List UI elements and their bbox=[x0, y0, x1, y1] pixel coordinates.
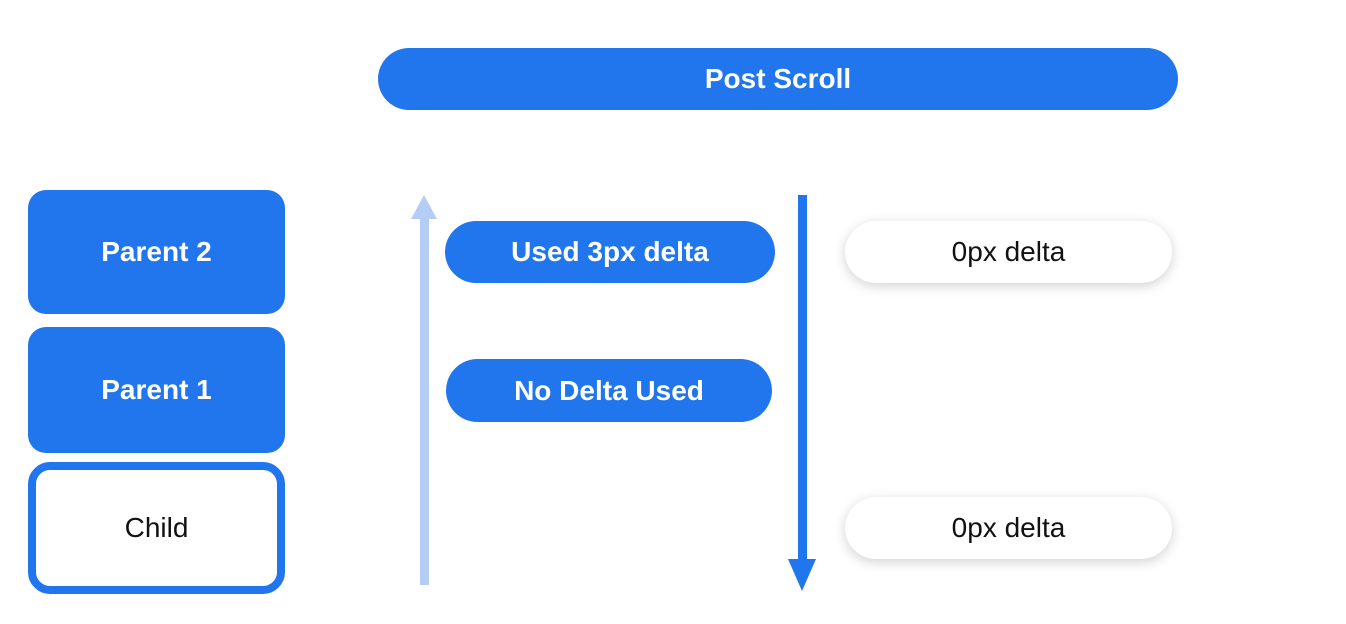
up-arrow-shaft bbox=[419, 219, 429, 585]
node-child: Child bbox=[28, 462, 285, 594]
post-scroll-header-label: Post Scroll bbox=[704, 63, 852, 94]
down-arrow-head bbox=[788, 559, 816, 591]
down-arrow-icon bbox=[788, 195, 816, 591]
up-arrow-icon bbox=[411, 195, 437, 585]
zero-delta-top-label: 0px delta bbox=[951, 236, 1066, 267]
up-arrow-head bbox=[411, 195, 437, 219]
node-parent-1-label: Parent 1 bbox=[101, 374, 212, 405]
node-child-label: Child bbox=[124, 512, 189, 543]
no-delta-used-label: No Delta Used bbox=[514, 374, 704, 406]
post-scroll-header-pill: Post Scroll bbox=[378, 48, 1178, 110]
node-parent-2-label: Parent 2 bbox=[101, 236, 212, 267]
node-parent-1: Parent 1 bbox=[28, 327, 285, 453]
down-arrow-shaft bbox=[797, 195, 807, 559]
node-parent-2: Parent 2 bbox=[28, 190, 285, 314]
used-delta-pill: Used 3px delta bbox=[445, 221, 775, 283]
zero-delta-pill-top: 0px delta bbox=[845, 221, 1172, 283]
zero-delta-bottom-label: 0px delta bbox=[951, 512, 1066, 543]
zero-delta-pill-bottom: 0px delta bbox=[845, 497, 1172, 559]
no-delta-used-pill: No Delta Used bbox=[446, 359, 772, 422]
used-delta-label: Used 3px delta bbox=[511, 236, 709, 267]
